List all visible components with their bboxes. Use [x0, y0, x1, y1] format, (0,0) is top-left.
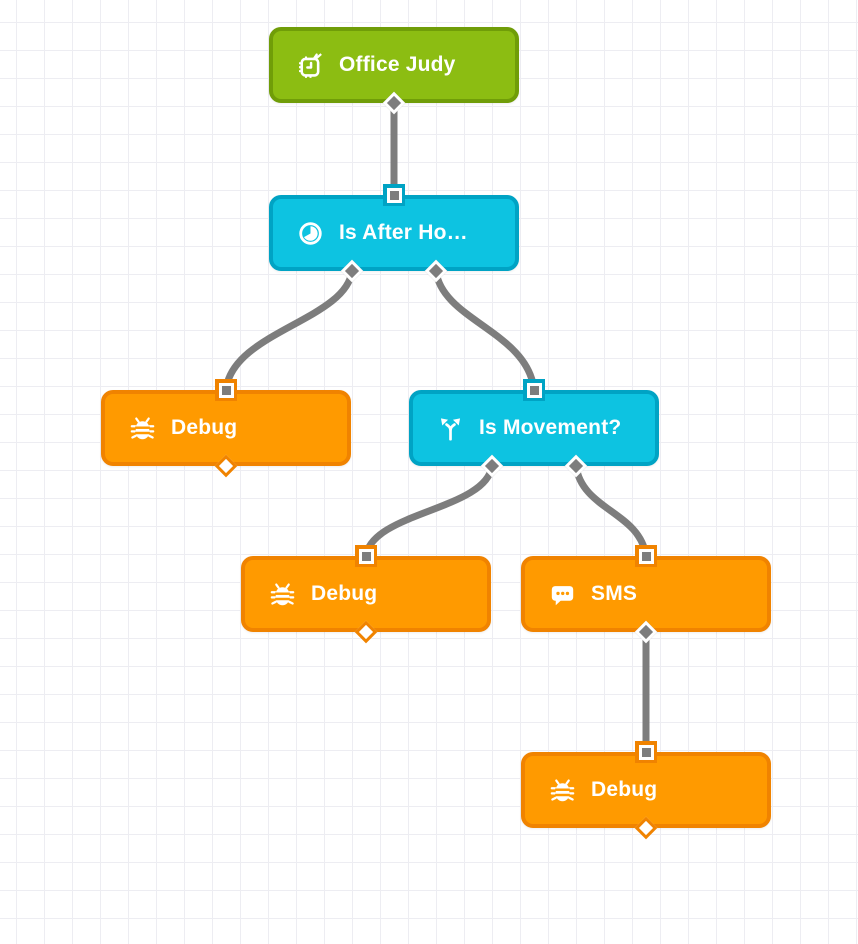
node-label: Office Judy — [339, 53, 456, 76]
node-label: Debug — [311, 582, 378, 605]
bug-icon — [129, 415, 156, 442]
bug-icon — [269, 581, 296, 608]
input-port[interactable] — [635, 741, 657, 763]
input-port[interactable] — [355, 545, 377, 567]
input-port[interactable] — [635, 545, 657, 567]
input-port[interactable] — [383, 184, 405, 206]
bug-icon — [549, 777, 576, 804]
chip-pulse-icon — [297, 52, 324, 79]
wire[interactable] — [222, 267, 356, 394]
node-label: Debug — [171, 416, 238, 439]
node-label: Is Movement? — [479, 416, 622, 439]
wire[interactable] — [432, 267, 538, 394]
node-is-movement[interactable]: Is Movement? — [409, 379, 659, 478]
fork-icon — [437, 415, 464, 442]
node-label: SMS — [591, 582, 638, 605]
node-office-judy[interactable]: Office Judy — [269, 27, 519, 115]
clock-icon — [297, 220, 324, 247]
input-port[interactable] — [215, 379, 237, 401]
node-label: Debug — [591, 778, 658, 801]
wire[interactable] — [572, 462, 650, 560]
wire[interactable] — [362, 462, 496, 560]
sms-bubble-icon — [549, 581, 576, 608]
node-debug-middle[interactable]: Debug — [241, 545, 491, 644]
node-debug-left[interactable]: Debug — [101, 379, 351, 478]
input-port[interactable] — [523, 379, 545, 401]
node-is-after-hours[interactable]: Is After Ho… — [269, 184, 519, 283]
node-debug-bottom[interactable]: Debug — [521, 741, 771, 840]
node-sms[interactable]: SMS — [521, 545, 771, 644]
node-label: Is After Ho… — [339, 221, 468, 244]
